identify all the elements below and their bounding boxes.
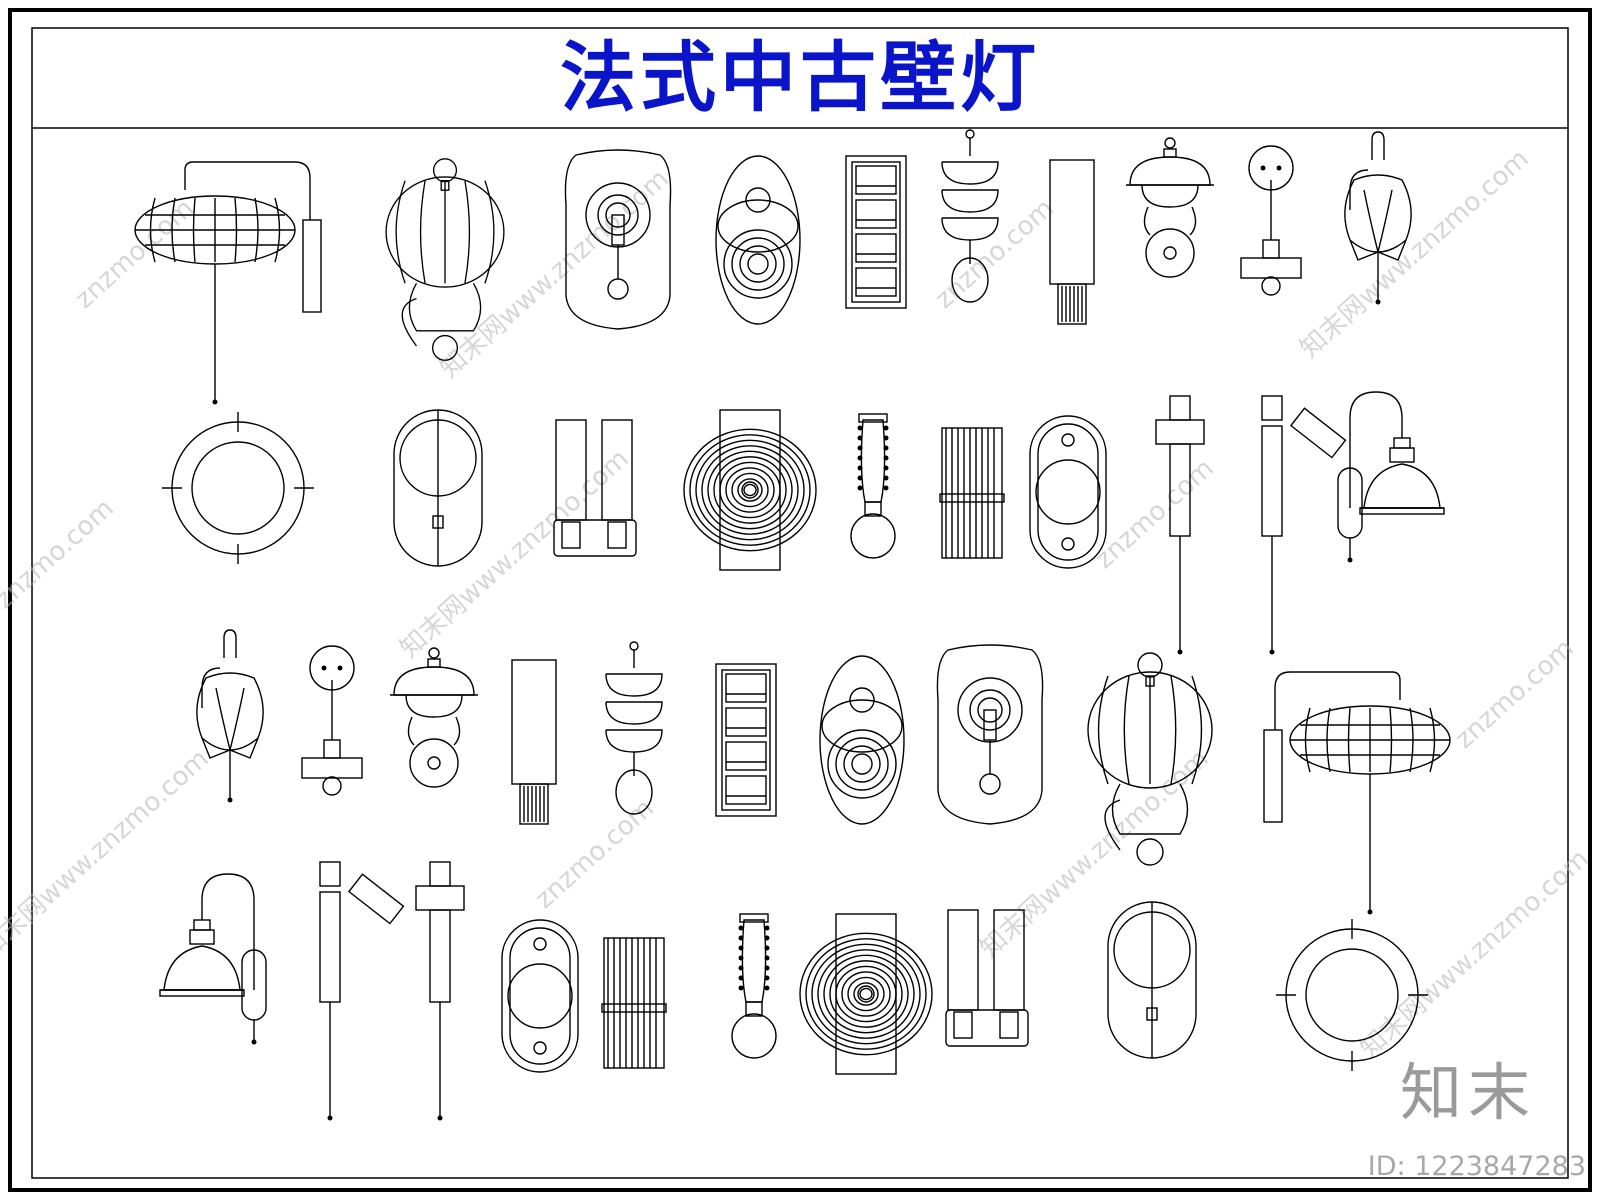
lamp-reed-bundle bbox=[939, 427, 1005, 559]
lamp-dome-globe bbox=[1126, 137, 1214, 278]
site-watermark: 知末网www.znzmo.com bbox=[435, 164, 675, 384]
lamp-ball-pendant-cap bbox=[1240, 145, 1302, 296]
lamp-lantern-bracket bbox=[1087, 652, 1213, 866]
watermark-layer: znzmo.com 知末网www.znzmo.com znzmo.com 知末网www… bbox=[0, 144, 1595, 1064]
lamp-twin-rectangles bbox=[945, 909, 1029, 1047]
site-watermark: 知末网www.znzmo.com bbox=[975, 744, 1215, 964]
lamp-ring-round bbox=[162, 412, 314, 564]
lamp-lantern-bracket bbox=[385, 158, 505, 361]
lamp-plate-knob bbox=[936, 644, 1044, 825]
lamp-ball-pendant-cap bbox=[301, 645, 363, 796]
site-watermark: 知末网www.znzmo.com bbox=[1355, 844, 1595, 1064]
drawing-id: ID: 1223847283 bbox=[1367, 1151, 1586, 1182]
site-watermark: znzmo.com bbox=[69, 193, 199, 315]
lamp-ripple-disc bbox=[799, 913, 933, 1075]
inner-frame bbox=[31, 27, 1569, 1179]
lamp-capsule-globe bbox=[501, 919, 579, 1073]
site-watermark: znzmo.com bbox=[929, 193, 1059, 315]
lamp-ring-round bbox=[1276, 919, 1428, 1071]
lamp-saucer-lantern-arm bbox=[134, 161, 322, 405]
site-watermark: 知末网www.znzmo.com bbox=[1295, 144, 1535, 364]
site-watermark: znzmo.com bbox=[1089, 453, 1219, 575]
lamp-layer bbox=[134, 129, 1451, 1121]
site-watermark: 知末网www.znzmo.com bbox=[395, 444, 635, 664]
lamp-slat-panel bbox=[845, 155, 907, 309]
lamp-twin-rectangles bbox=[553, 419, 637, 557]
lamp-arc-shade bbox=[159, 873, 267, 1045]
lamp-tulip-arm bbox=[1344, 131, 1412, 305]
lamp-ripple-disc bbox=[683, 409, 817, 571]
page-title: 法式中古壁灯 bbox=[560, 33, 1040, 122]
lamp-slider-rod bbox=[415, 861, 465, 1121]
lamp-capsule-globe bbox=[1029, 415, 1107, 569]
site-watermark: znzmo.com bbox=[1449, 633, 1579, 755]
site-watermark: znzmo.com bbox=[529, 793, 659, 915]
lamp-cylinder-brush bbox=[511, 659, 557, 825]
lamp-saucer-lantern-arm bbox=[1263, 671, 1451, 915]
lamp-tulip-arm bbox=[196, 629, 264, 803]
lamp-disc-oval-plate bbox=[393, 409, 483, 567]
lamp-dome-globe bbox=[390, 647, 478, 788]
lamp-slider-rod bbox=[1155, 395, 1205, 655]
lamp-beaded-torch bbox=[731, 913, 777, 1059]
title-band: 法式中古壁灯 bbox=[32, 28, 1568, 128]
lamp-beaded-torch bbox=[850, 413, 896, 559]
lamp-slat-panel bbox=[715, 663, 777, 817]
lamp-stacked-bowls bbox=[941, 129, 999, 303]
brand-watermark: 知末 bbox=[1399, 1056, 1536, 1129]
lamp-reed-bundle bbox=[601, 937, 667, 1069]
lamp-tilted-rod bbox=[1261, 395, 1347, 655]
lamp-tilted-rod bbox=[319, 861, 405, 1121]
lamp-plate-knob bbox=[564, 149, 672, 330]
outer-frame bbox=[8, 8, 1592, 1192]
lamp-cylinder-brush bbox=[1049, 159, 1095, 325]
lamp-disc-oval-plate bbox=[1107, 901, 1197, 1059]
lamp-stacked-bowls bbox=[605, 641, 663, 815]
lamp-arc-shade bbox=[1337, 391, 1445, 563]
lamp-oval-concentric bbox=[715, 155, 801, 325]
site-watermark: znzmo.com bbox=[0, 493, 120, 615]
lamp-oval-concentric bbox=[819, 655, 905, 825]
